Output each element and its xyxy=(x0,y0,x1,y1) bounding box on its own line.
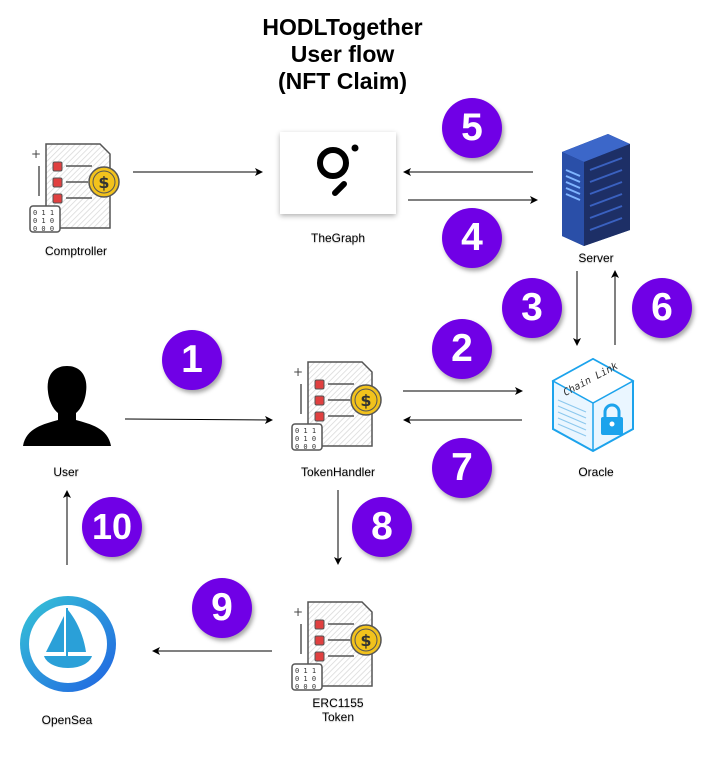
svg-text:0 1 0: 0 1 0 xyxy=(295,435,316,443)
user-node[interactable] xyxy=(22,364,112,453)
tokenhandler-node[interactable]: + $ 0 1 1 0 1 0 0 0 0 xyxy=(290,358,386,459)
erc1155-label: ERC1155 Token xyxy=(312,696,363,724)
server-node[interactable] xyxy=(558,130,634,253)
svg-text:0 1 1: 0 1 1 xyxy=(295,667,316,675)
erc1155-label-line-1: ERC1155 xyxy=(312,696,364,710)
server-label: Server xyxy=(578,251,614,265)
svg-text:0 1 1: 0 1 1 xyxy=(295,427,316,435)
diagram-title: HODLTogether User flow (NFT Claim) xyxy=(0,14,685,95)
svg-text:0 1 0: 0 1 0 xyxy=(295,675,316,683)
step-badge-8: 8 xyxy=(352,497,412,557)
user-silhouette-icon xyxy=(23,366,111,446)
chainlink-oracle-icon: Chain Link xyxy=(551,357,635,453)
step-badge-5: 5 xyxy=(442,98,502,158)
svg-text:0 0 0: 0 0 0 xyxy=(295,683,316,691)
opensea-logo-icon xyxy=(20,596,116,692)
opensea-label: OpenSea xyxy=(41,713,93,727)
user-label: User xyxy=(53,465,79,479)
tokenhandler-label: TokenHandler xyxy=(300,465,376,479)
thegraph-node[interactable] xyxy=(280,132,396,214)
contract-icon: + $ 0 1 1 0 1 0 0 0 0 xyxy=(29,143,120,233)
opensea-node[interactable] xyxy=(18,594,118,699)
step-badge-2: 2 xyxy=(432,319,492,379)
thegraph-logo-icon xyxy=(317,144,359,196)
comptroller-label: Comptroller xyxy=(44,244,108,258)
step-badge-4: 4 xyxy=(442,208,502,268)
thegraph-label: TheGraph xyxy=(310,231,366,245)
comptroller-node[interactable]: + $ 0 1 1 0 1 0 0 0 0 xyxy=(28,140,124,241)
svg-text:0 0 0: 0 0 0 xyxy=(33,225,54,233)
svg-text:+: + xyxy=(31,147,41,161)
title-line-3: (NFT Claim) xyxy=(277,68,408,94)
contract-icon: + $ 0 1 1 0 1 0 0 0 0 xyxy=(291,601,382,691)
svg-text:$: $ xyxy=(98,173,109,192)
svg-text:$: $ xyxy=(360,631,371,650)
svg-text:0 0 0: 0 0 0 xyxy=(295,443,316,451)
svg-text:+: + xyxy=(293,365,303,379)
erc1155-label-line-2: Token xyxy=(321,710,355,724)
arrow-user-to-tokenhandler xyxy=(124,415,273,424)
step-badge-6: 6 xyxy=(632,278,692,338)
step-badge-9: 9 xyxy=(192,578,252,638)
server-icon xyxy=(562,134,630,246)
svg-text:0 1 1: 0 1 1 xyxy=(33,209,54,217)
step-badge-7: 7 xyxy=(432,438,492,498)
step-badge-3: 3 xyxy=(502,278,562,338)
step-badge-10: 10 xyxy=(82,497,142,557)
contract-icon: + $ 0 1 1 0 1 0 0 0 0 xyxy=(291,361,382,451)
title-line-1: HODLTogether xyxy=(262,14,423,40)
title-line-2: User flow xyxy=(290,41,395,67)
oracle-label: Oracle xyxy=(578,465,614,479)
svg-text:+: + xyxy=(293,605,303,619)
svg-text:$: $ xyxy=(360,391,371,410)
erc1155-node[interactable]: + $ 0 1 1 0 1 0 0 0 0 xyxy=(290,598,386,699)
svg-text:0 1 0: 0 1 0 xyxy=(33,217,54,225)
oracle-node[interactable]: Chain Link xyxy=(548,356,638,463)
step-badge-1: 1 xyxy=(162,330,222,390)
